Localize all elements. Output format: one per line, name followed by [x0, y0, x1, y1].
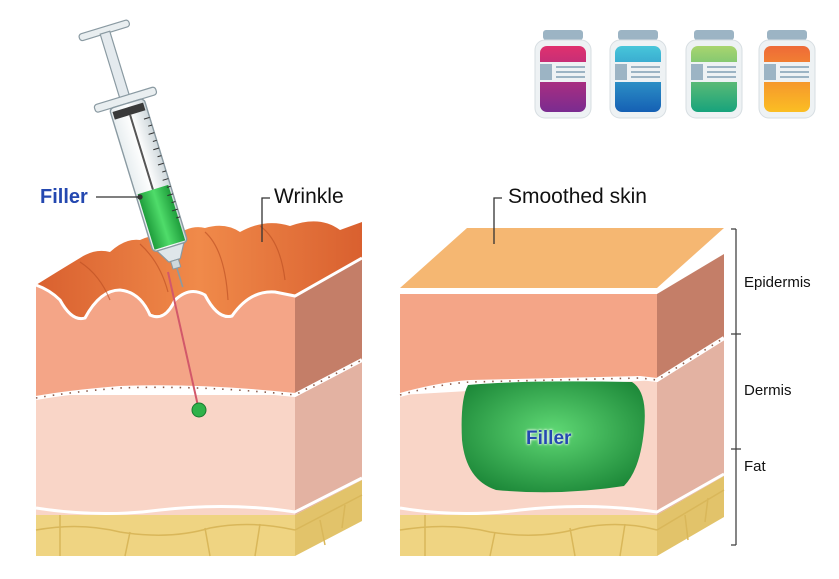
cyan-blue-vial-icon	[609, 30, 667, 119]
fat-label: Fat	[744, 458, 766, 475]
filler-syringe-label: Filler	[40, 186, 88, 208]
smoothed-skin-label: Smoothed skin	[508, 185, 647, 208]
lime-green-vial-icon	[685, 30, 743, 119]
fat-layer-side	[295, 480, 362, 556]
vials-group	[534, 30, 816, 119]
wrinkle-label: Wrinkle	[274, 185, 344, 208]
layer-bracket	[731, 228, 741, 546]
dermis-layer-side	[295, 360, 362, 515]
syringe-icon	[78, 19, 188, 288]
epidermis-layer-side	[295, 258, 362, 395]
filler-droplet	[191, 402, 207, 418]
dermis-layer-front	[36, 395, 295, 515]
pink-purple-vial-icon	[534, 30, 592, 119]
dermis-label: Dermis	[744, 382, 792, 399]
dermis-layer-side-right	[657, 338, 724, 515]
epidermis-layer-front-right	[400, 294, 657, 395]
wrinkled-skin-block	[35, 221, 363, 557]
wrinkled-skin-surface	[36, 221, 362, 319]
orange-yellow-vial-icon	[758, 30, 816, 119]
wrinkle-leader	[261, 197, 270, 242]
filler-pocket-label: Filler	[526, 428, 572, 449]
filler-pocket	[461, 381, 645, 493]
epidermis-layer-front	[36, 285, 295, 398]
epidermis-label: Epidermis	[744, 274, 811, 291]
smoothed-skin-leader	[493, 197, 502, 244]
fat-layer-side-right	[657, 476, 724, 556]
smoothed-skin-surface	[400, 228, 724, 288]
smoothed-skin-block	[399, 228, 726, 557]
